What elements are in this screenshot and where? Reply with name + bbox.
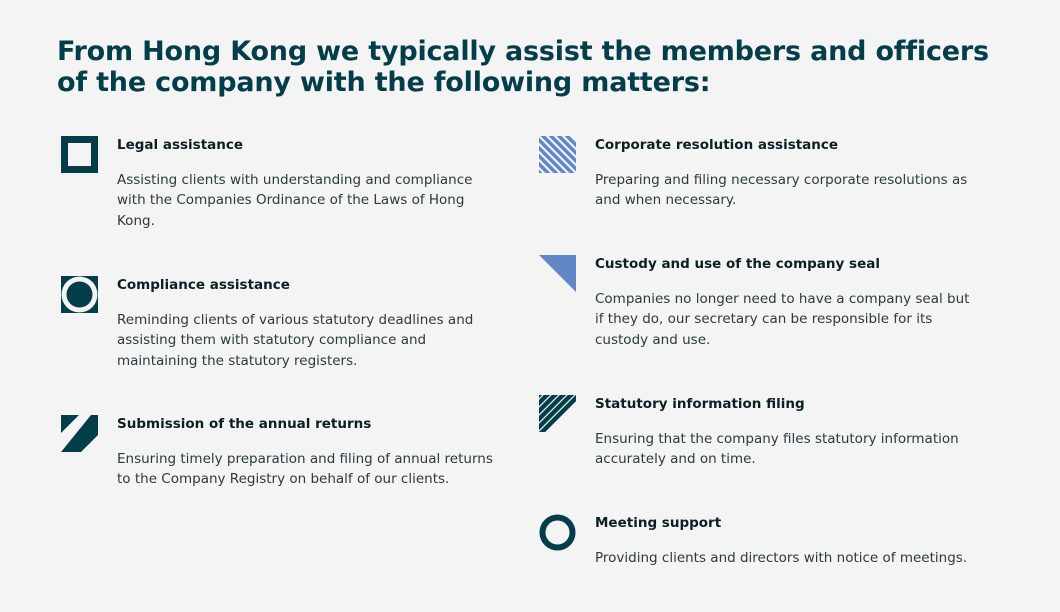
page-title: From Hong Kong we typically assist the m… <box>57 36 989 98</box>
service-title: Statutory information filing <box>595 396 805 412</box>
service-description: Ensuring timely preparation and filing o… <box>117 451 493 488</box>
service-description: Providing clients and directors with not… <box>595 550 968 566</box>
service-description: Reminding clients of various statutory d… <box>117 312 474 369</box>
service-title: Legal assistance <box>117 137 244 153</box>
dark-diagonal-stripes-icon <box>539 395 576 432</box>
service-title: Submission of the annual returns <box>117 416 372 432</box>
service-description: Assisting clients with understanding and… <box>117 172 473 229</box>
service-title: Meeting support <box>595 515 722 531</box>
ring-icon <box>539 514 576 551</box>
service-title: Corporate resolution assistance <box>595 137 839 153</box>
diagonal-split-square-icon <box>61 415 98 452</box>
service-description: Preparing and filing necessary corporate… <box>595 172 968 209</box>
blue-diagonal-stripes-icon <box>539 136 576 173</box>
service-description: Companies no longer need to have a compa… <box>595 291 970 348</box>
blue-triangle-icon <box>539 255 576 292</box>
service-title: Compliance assistance <box>117 277 290 293</box>
square-outline-icon <box>61 136 98 173</box>
circle-in-square-icon <box>61 276 98 313</box>
service-title: Custody and use of the company seal <box>595 256 880 272</box>
service-description: Ensuring that the company files statutor… <box>595 431 959 468</box>
